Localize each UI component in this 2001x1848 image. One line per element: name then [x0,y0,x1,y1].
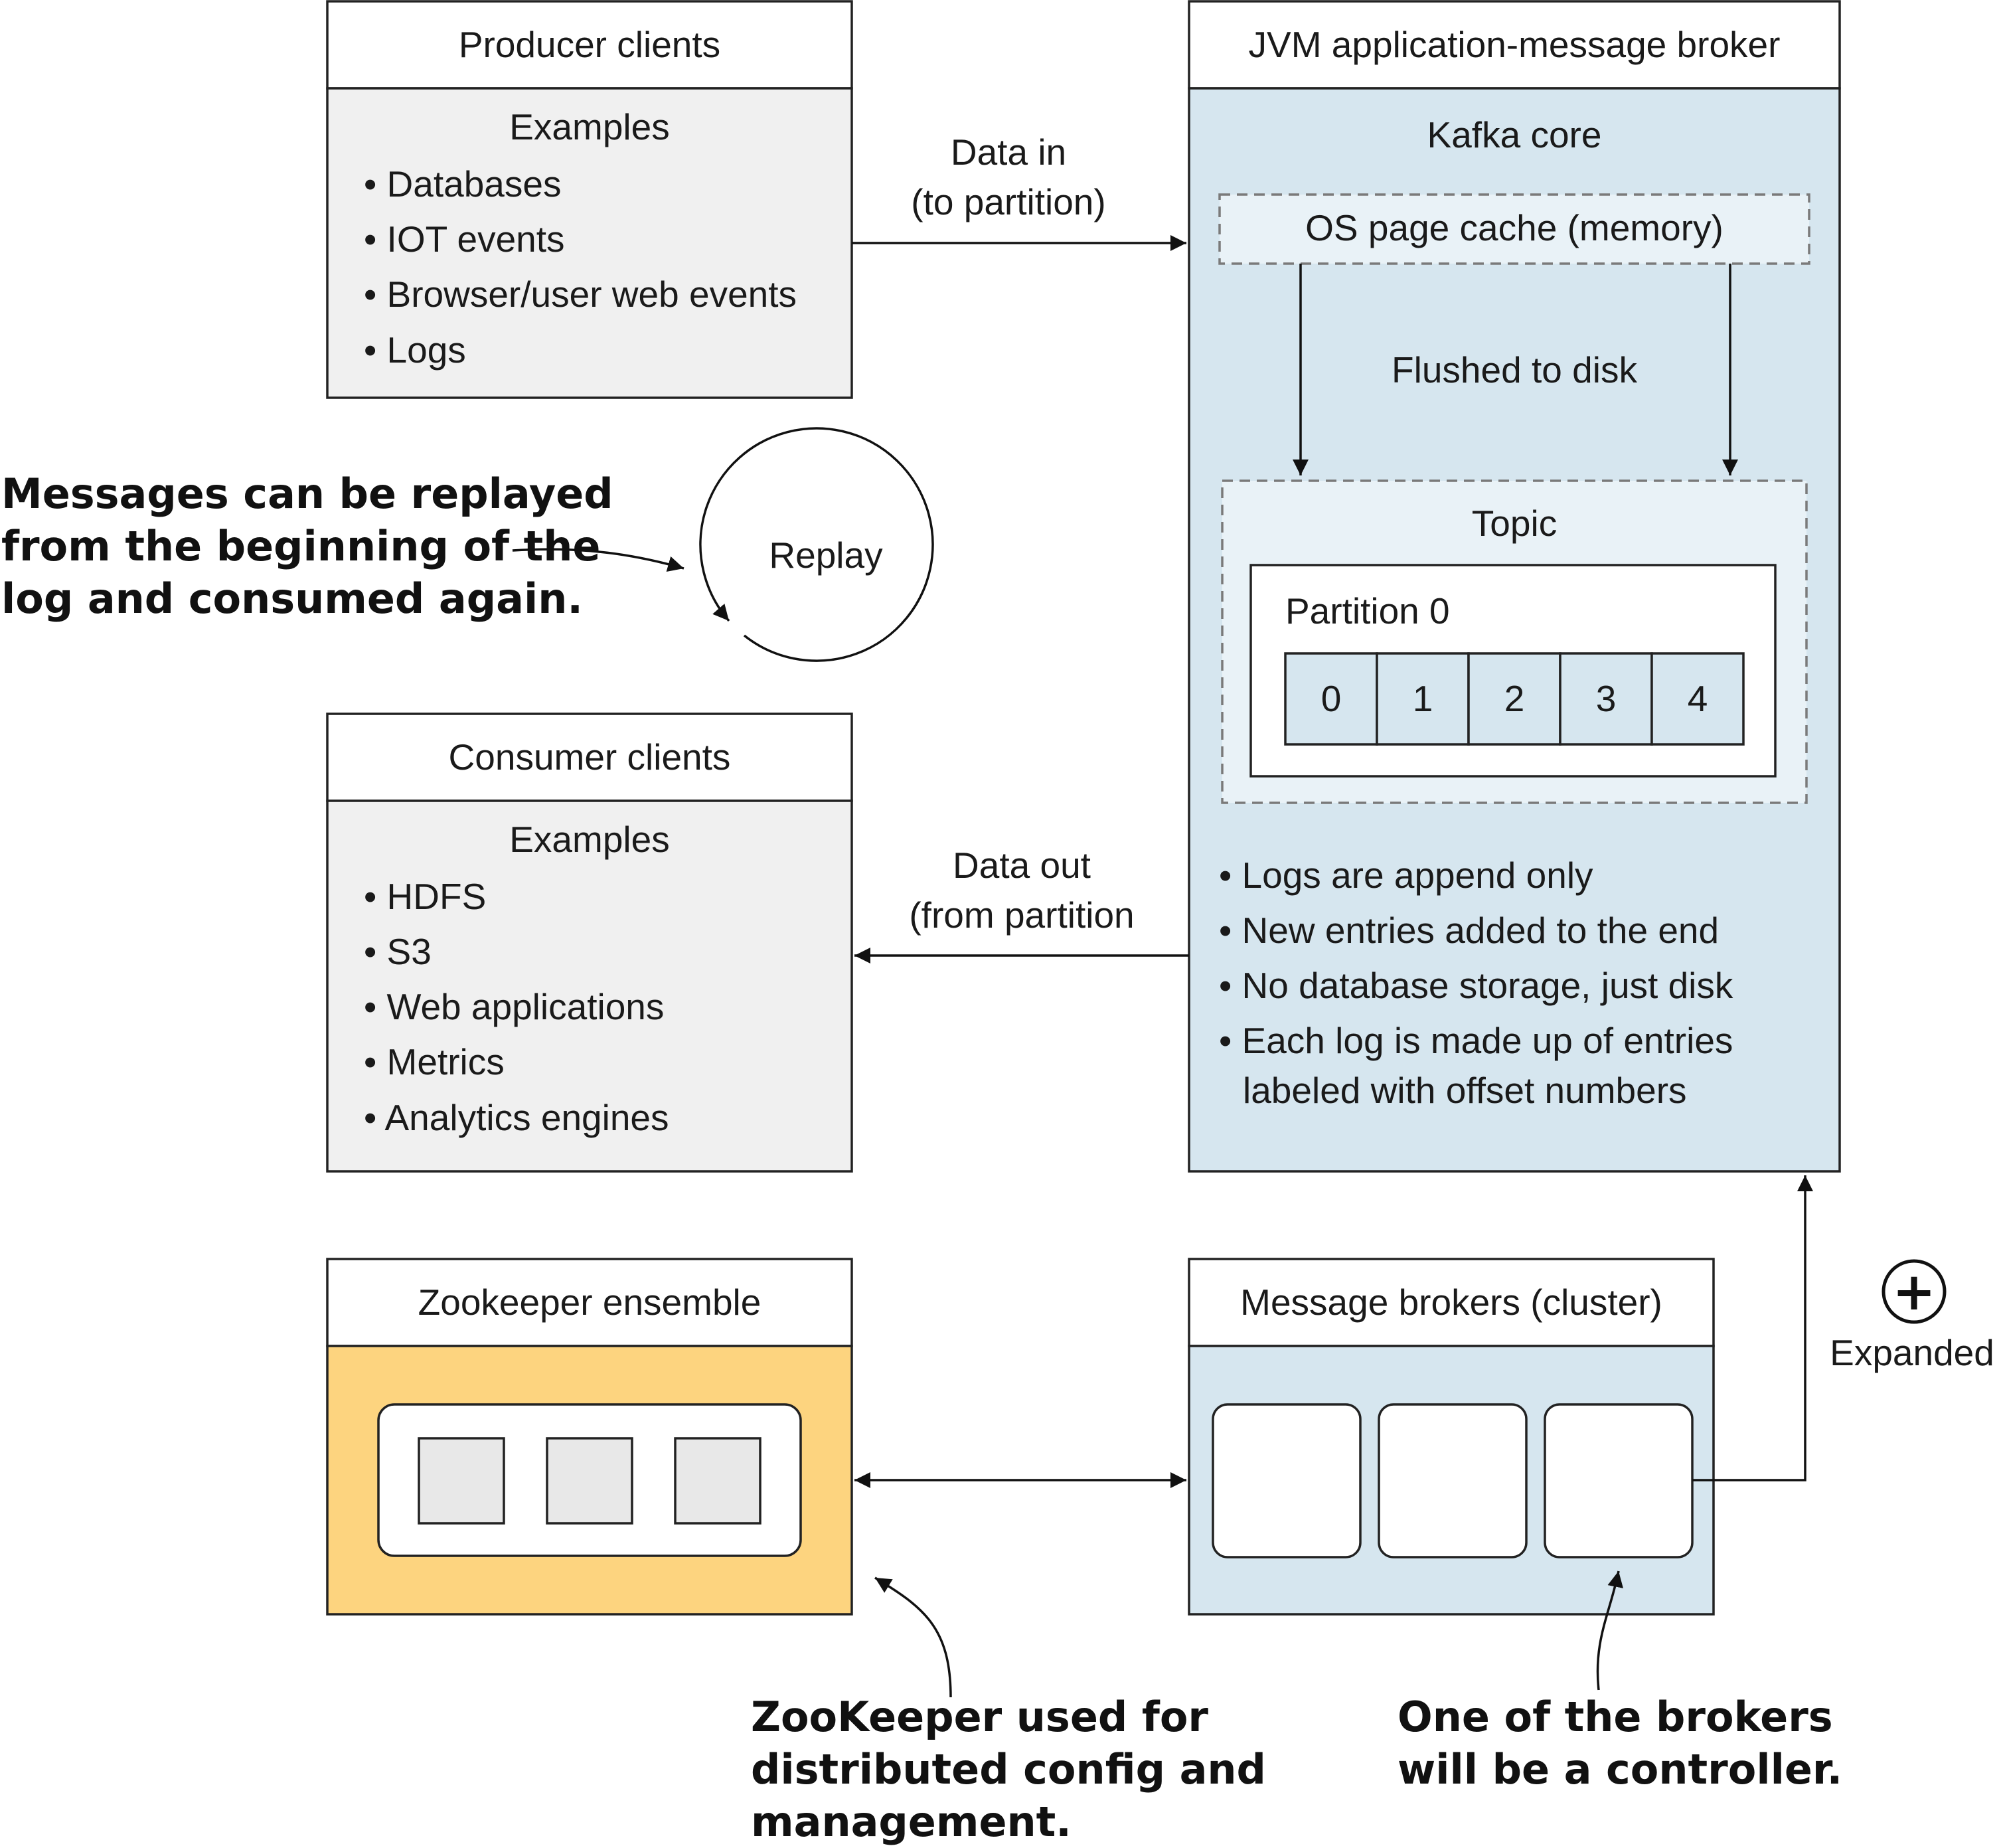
expand-icon[interactable]: + [1881,1259,1947,1324]
zookeeper-ensemble-box: Zookeeper ensemble [326,1258,853,1616]
data-in-label: Data in [951,131,1066,173]
offset-label: 2 [1504,678,1525,719]
controller-note-arrow [1596,1570,1623,1691]
broker-node-controller [1544,1403,1694,1558]
jvm-broker-box: JVM application-message broker Kafka cor… [1188,0,1841,1173]
expanded-label: Expanded [1830,1332,1994,1373]
replay-note-line: from the beginning of the [1,522,600,570]
zookeeper-note-arrow [874,1576,952,1698]
partition-label: Partition 0 [1285,590,1450,631]
consumer-item: • Analytics engines [364,1097,669,1138]
producer-title: Producer clients [459,24,720,65]
expand-icon-symbol: + [1892,1262,1935,1322]
offset-cell [1650,652,1745,746]
producer-item: • Logs [364,329,466,371]
consumer-item: • S3 [364,931,432,972]
producer-item: • Browser/user web events [364,274,797,315]
offset-cell [1284,652,1378,746]
broker-bullet: • No database storage, just disk [1219,965,1733,1006]
producer-header [326,0,853,90]
offset-cell [1559,652,1653,746]
producer-item: • IOT events [364,218,565,260]
consumer-examples-heading: Examples [509,819,669,860]
zookeeper-note-line: ZooKeeper used for [751,1693,1208,1741]
offset-cell [1376,652,1470,746]
replay-circle [699,427,934,662]
cluster-header [1188,1258,1715,1347]
cluster-title: Message brokers (cluster) [1240,1282,1662,1323]
zookeeper-note-line: distributed config and [751,1745,1266,1794]
replay-note-arrow [512,548,684,572]
zookeeper-node [418,1437,505,1525]
flushed-to-disk-label: Flushed to disk [1392,349,1637,390]
offset-label: 0 [1321,678,1342,719]
replay-label: Replay [769,535,883,576]
broker-bullet: • New entries added to the end [1219,910,1719,951]
consumer-clients-box: Consumer clients Examples • HDFS • S3 • … [326,713,853,1173]
controller-note-line: One of the brokers [1398,1693,1833,1741]
consumer-title: Consumer clients [449,736,731,778]
offset-label: 4 [1688,678,1708,719]
os-page-cache-box [1218,193,1810,265]
offset-cell [1467,652,1561,746]
consumer-item: • Web applications [364,986,664,1027]
expanded-connector [1692,1175,1813,1481]
broker-title: JVM application-message broker [1249,24,1781,65]
broker-bullet: • Each log is made up of entries [1219,1020,1733,1061]
expand-icon-circle [1881,1259,1947,1324]
zookeeper-node [674,1437,761,1525]
zookeeper-node [546,1437,633,1525]
kafka-core-label: Kafka core [1427,114,1602,155]
consumer-item: • Metrics [364,1041,505,1082]
replay-circle-group: Replay [699,427,934,662]
zookeeper-note-line: management. [751,1798,1072,1846]
message-brokers-cluster-box: Message brokers (cluster) [1188,1258,1715,1616]
data-in-sublabel: (to partition) [911,181,1105,222]
producer-item: • Databases [364,163,561,205]
zookeeper-title: Zookeeper ensemble [418,1282,761,1323]
broker-bullet-continuation: labeled with offset numbers [1243,1070,1687,1111]
topic-label: Topic [1472,503,1557,544]
offset-label: 3 [1596,678,1617,719]
replay-note-line: Messages can be replayed [1,469,613,518]
os-page-cache-label: OS page cache (memory) [1305,207,1723,248]
data-out-label: Data out [953,845,1091,886]
broker-node [1378,1403,1528,1558]
consumer-item: • HDFS [364,876,486,917]
producer-body [326,87,853,399]
offset-label: 1 [1413,678,1433,719]
broker-bullet: • Logs are append only [1219,855,1593,896]
partition-offsets: 0 1 2 3 4 [1284,652,1745,746]
replay-note-line: log and consumed again. [1,574,583,623]
data-out-sublabel: (from partition [909,894,1134,936]
producer-examples-heading: Examples [509,106,669,147]
consumer-header [326,713,853,802]
controller-note-line: will be a controller. [1398,1745,1842,1794]
producer-clients-box: Producer clients Examples • Databases • … [326,0,853,399]
broker-node [1212,1403,1362,1558]
consumer-body [326,799,853,1173]
